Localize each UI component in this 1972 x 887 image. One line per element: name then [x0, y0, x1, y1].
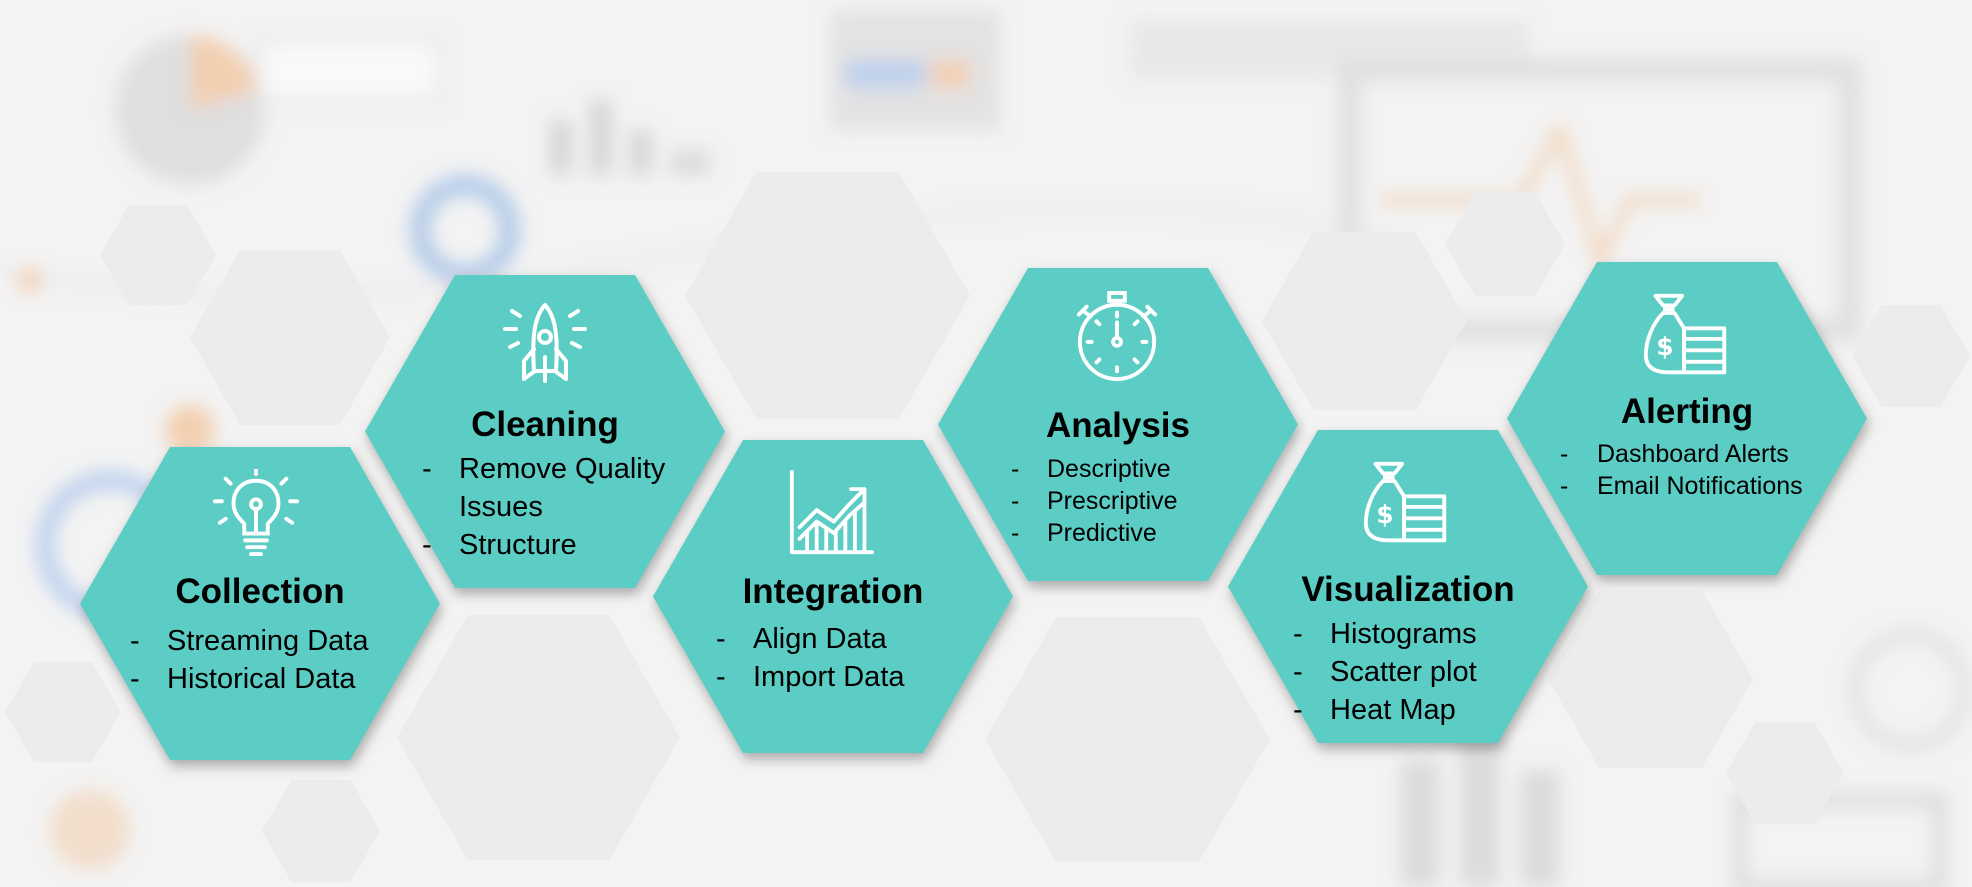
list-item-label: Structure	[459, 529, 577, 561]
step-item-list: -Align Data -Import Data	[716, 620, 905, 696]
list-item-label: Prescriptive	[1047, 487, 1178, 515]
step-alerting: $ Alerting -Dashboard Alerts -Email Noti…	[1507, 262, 1867, 575]
money-bag-icon: $	[1363, 461, 1447, 543]
stopwatch-icon	[1076, 291, 1158, 381]
step-title: Analysis	[1046, 406, 1190, 445]
step-title: Collection	[175, 572, 345, 611]
list-item-label: Histograms	[1330, 618, 1477, 650]
list-item-label: Remove Quality Issues	[459, 453, 666, 523]
step-visualization: $ Visualization -Histograms -Scatter plo…	[1228, 430, 1588, 743]
step-title: Alerting	[1620, 392, 1754, 431]
step-item-list: -Histograms -Scatter plot -Heat Map	[1293, 615, 1477, 729]
growth-chart-icon	[789, 470, 874, 555]
list-item: -Align Data	[716, 623, 887, 655]
list-item: -Heat Map	[1293, 694, 1456, 726]
step-title: Visualization	[1301, 570, 1515, 609]
list-item-label: Streaming Data	[167, 625, 369, 657]
step-analysis: Analysis -Descriptive -Prescriptive -Pre…	[938, 268, 1298, 581]
step-collection: Collection -Streaming Data -Historical D…	[80, 447, 440, 760]
list-item: -Historical Data	[130, 663, 356, 695]
list-item: -Histograms	[1293, 618, 1477, 650]
list-item: -Prescriptive	[1011, 487, 1178, 515]
list-item-label: Email Notifications	[1597, 472, 1803, 500]
list-item-label: Predictive	[1047, 519, 1157, 547]
list-item: -Structure	[422, 529, 577, 561]
list-item-label: Dashboard Alerts	[1597, 440, 1789, 468]
list-item-label: Historical Data	[167, 663, 356, 695]
list-item: -Streaming Data	[130, 625, 369, 657]
money-bag-icon: $	[1643, 293, 1727, 375]
step-title: Integration	[742, 572, 924, 611]
svg-text:$: $	[1656, 332, 1673, 361]
step-integration: Integration -Align Data -Import Data	[653, 440, 1013, 753]
list-item-label: Import Data	[753, 661, 905, 693]
rocket-icon	[503, 303, 587, 383]
step-item-list: -Dashboard Alerts -Email Notifications	[1560, 438, 1803, 502]
step-title: Cleaning	[471, 405, 619, 444]
step-item-list: -Streaming Data -Historical Data	[130, 622, 369, 698]
step-cleaning: Cleaning -Remove Quality Issues -Structu…	[365, 275, 725, 588]
svg-text:$: $	[1376, 500, 1393, 529]
list-item: -Scatter plot	[1293, 656, 1477, 688]
list-item: -Predictive	[1011, 519, 1157, 547]
list-item: -Dashboard Alerts	[1560, 440, 1789, 468]
step-item-list: -Remove Quality Issues -Structure	[422, 450, 682, 564]
list-item: -Email Notifications	[1560, 472, 1803, 500]
step-item-list: -Descriptive -Prescriptive -Predictive	[1011, 453, 1178, 549]
list-item-label: Descriptive	[1047, 455, 1171, 483]
list-item: -Descriptive	[1011, 455, 1171, 483]
list-item-label: Scatter plot	[1330, 656, 1477, 688]
list-item: -Remove Quality Issues	[422, 453, 666, 523]
decorative-hexagon	[5, 662, 121, 762]
list-item: -Import Data	[716, 661, 905, 693]
list-item-label: Heat Map	[1330, 694, 1456, 726]
lightbulb-icon	[212, 469, 300, 557]
list-item-label: Align Data	[753, 623, 887, 655]
